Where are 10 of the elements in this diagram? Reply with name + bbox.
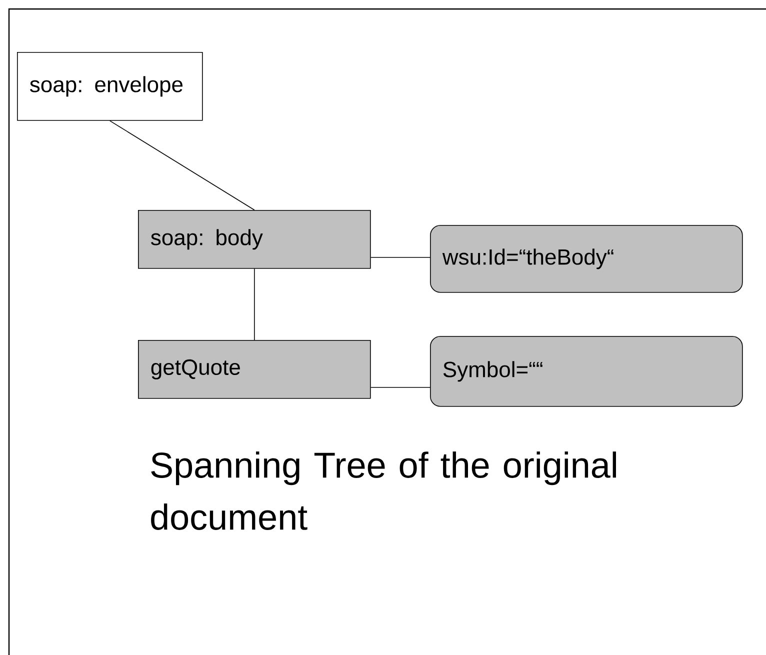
element-box: soap: body: [138, 210, 371, 269]
connector-line: [110, 120, 255, 210]
connector-line: [254, 268, 255, 340]
element-box: soap: envelope: [17, 52, 203, 121]
element-box: getQuote: [138, 340, 371, 399]
connector-line: [370, 387, 430, 388]
attribute-box: wsu:Id=“theBody“: [430, 225, 743, 293]
caption: Spanning Tree of the original document: [151, 452, 616, 530]
connector-line: [370, 257, 430, 258]
attribute-box: Symbol=““: [430, 336, 743, 407]
